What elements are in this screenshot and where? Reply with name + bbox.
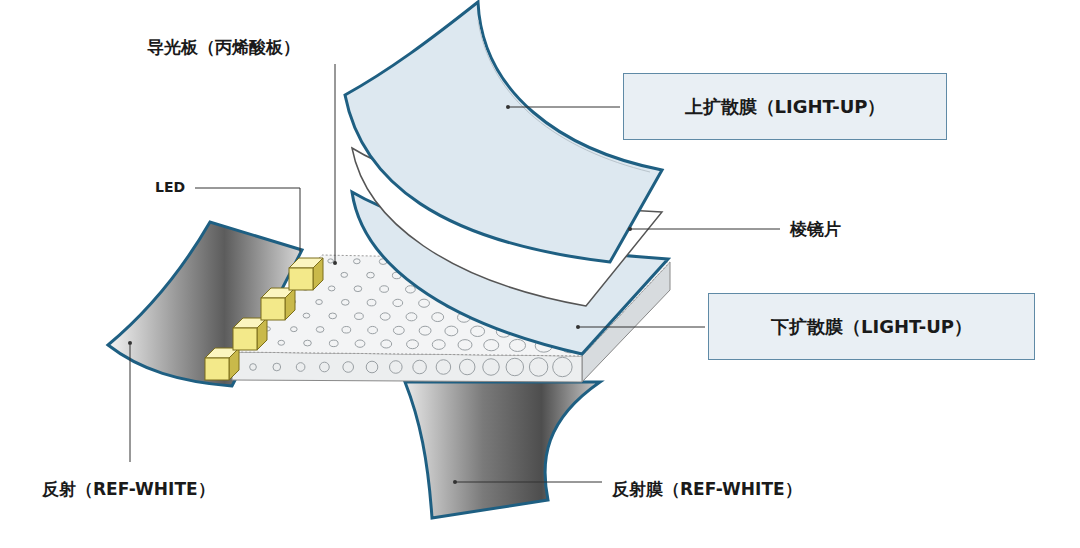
light-dot	[367, 272, 375, 278]
light-dot	[553, 357, 572, 376]
leader-dot	[333, 261, 337, 265]
light-dot	[355, 340, 365, 347]
light-dot	[303, 313, 310, 318]
leader-line	[578, 327, 705, 328]
led-chip	[233, 318, 267, 350]
leader-dot	[453, 480, 457, 484]
light-dot	[506, 358, 523, 375]
leader-dot	[506, 105, 510, 109]
light-dot	[432, 340, 445, 350]
plate-front	[232, 352, 582, 382]
led-front	[233, 328, 257, 350]
led-chip	[289, 258, 323, 290]
reflector-film	[405, 382, 600, 518]
part-label: LED	[155, 179, 185, 196]
light-dot	[316, 300, 323, 305]
light-dot	[291, 327, 298, 332]
leader-dot	[628, 227, 632, 231]
led-chip	[205, 348, 239, 380]
light-dot	[342, 327, 351, 334]
leader-line	[508, 107, 620, 108]
light-dot	[413, 360, 427, 374]
led-front	[261, 298, 285, 320]
light-dot	[529, 358, 547, 376]
light-dot	[407, 340, 419, 349]
led-chip	[261, 288, 295, 320]
light-dot	[329, 340, 338, 347]
led-front	[289, 268, 313, 290]
light-dot	[367, 299, 376, 306]
light-dot	[419, 299, 430, 307]
light-dot	[341, 299, 349, 305]
light-dot	[328, 259, 334, 263]
part-label: 棱镜片	[790, 219, 841, 239]
callout-box: 上扩散膜（LIGHT-UP）	[623, 73, 947, 140]
box-label: 下扩散膜（LIGHT-UP）	[771, 315, 972, 339]
light-dot	[380, 286, 389, 293]
light-dot	[484, 340, 499, 351]
light-dot	[341, 272, 348, 277]
light-dot	[483, 359, 500, 376]
part-label: 反射膜（REF-WHITE）	[612, 479, 802, 499]
light-dot	[296, 363, 305, 372]
light-dot	[329, 313, 337, 319]
light-dot	[393, 299, 403, 306]
led-front	[205, 358, 229, 380]
leader-line	[455, 482, 602, 483]
light-dot	[436, 360, 451, 375]
leader-line	[130, 345, 131, 462]
light-dot	[366, 361, 378, 373]
led-top	[289, 258, 323, 268]
light-dot	[509, 339, 525, 351]
light-dot	[406, 286, 416, 293]
box-label: 上扩散膜（LIGHT-UP）	[685, 95, 886, 119]
light-dot	[381, 340, 392, 348]
callout-box: 下扩散膜（LIGHT-UP）	[708, 293, 1035, 360]
light-dot	[328, 286, 335, 291]
light-dot	[406, 313, 417, 321]
leader-line	[195, 188, 300, 252]
light-dot	[393, 326, 404, 334]
light-dot	[354, 259, 361, 264]
light-dot	[390, 361, 403, 374]
part-label: 反射（REF-WHITE）	[42, 479, 215, 499]
leader-dot	[576, 325, 580, 329]
leader-dot	[128, 341, 132, 345]
light-dot	[432, 313, 444, 322]
light-dot	[304, 340, 312, 346]
light-dot	[445, 326, 458, 336]
light-dot	[354, 286, 362, 292]
light-dot	[250, 364, 257, 371]
light-dot	[368, 326, 378, 333]
light-dot	[458, 340, 472, 350]
light-dot	[459, 359, 475, 375]
light-dot	[380, 313, 390, 320]
leader-line	[335, 64, 336, 262]
light-dot	[273, 363, 281, 371]
light-dot	[278, 340, 285, 345]
light-dot	[419, 326, 431, 335]
light-dot	[471, 326, 485, 336]
part-label: 导光板（丙烯酸板）	[147, 37, 300, 57]
light-dot	[343, 362, 354, 373]
upper-diffuser-sheet	[345, 2, 662, 262]
light-dot	[316, 327, 324, 333]
light-dot	[320, 362, 330, 372]
leader-line	[630, 229, 780, 230]
light-dot	[355, 313, 364, 320]
